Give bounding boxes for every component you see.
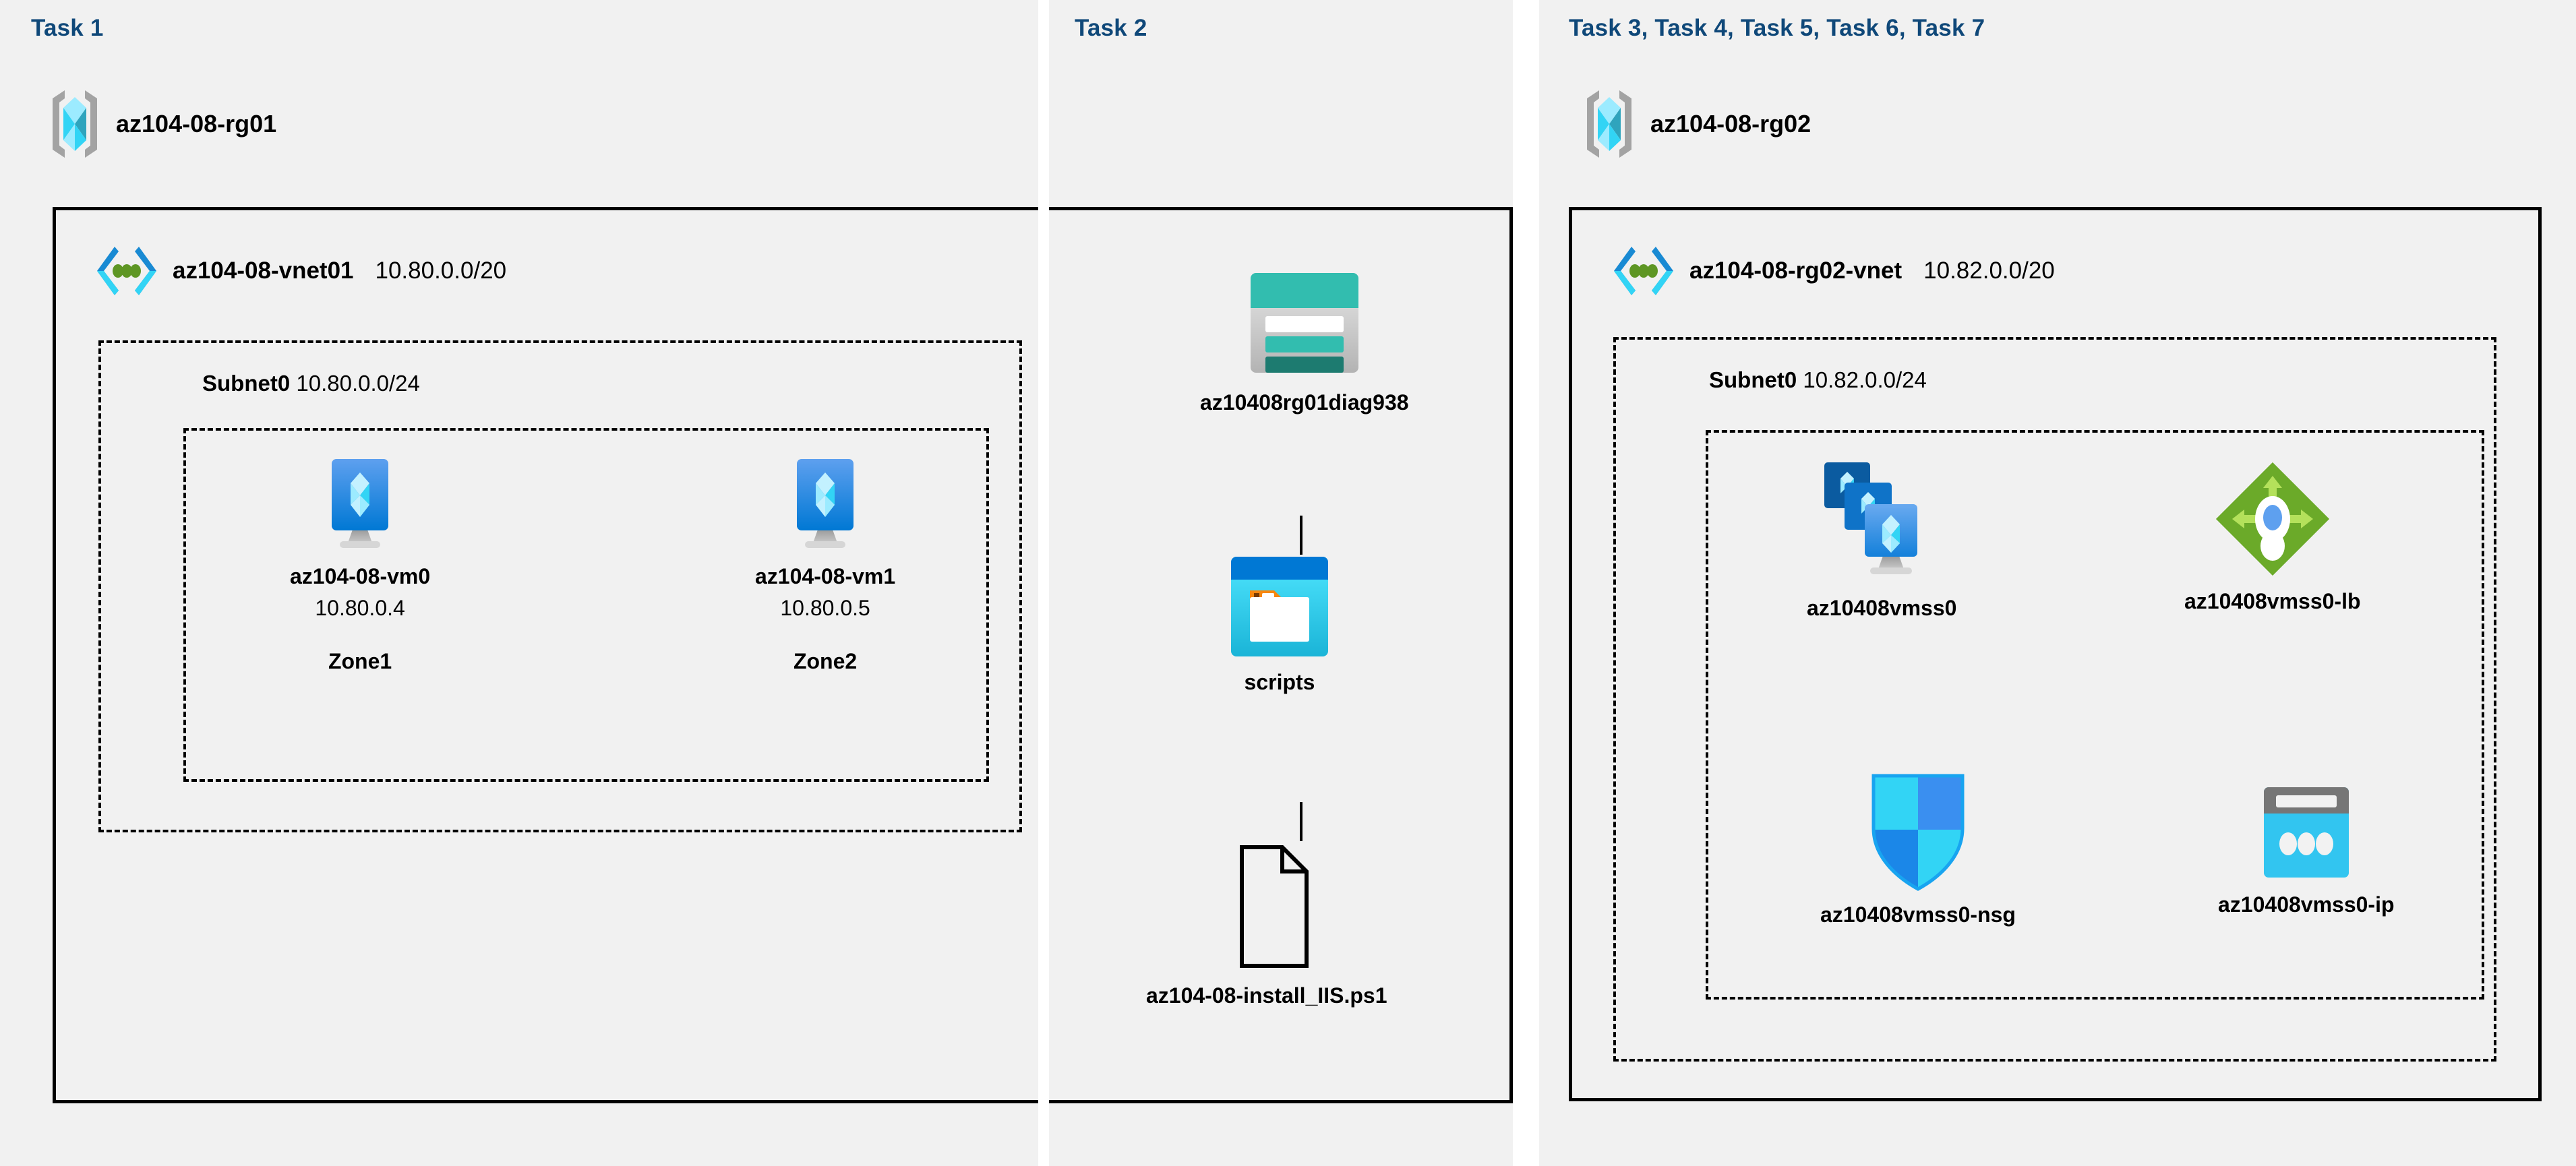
- connector-storage-to-container: [1300, 516, 1302, 555]
- vm-ip-address: 10.80.0.4: [315, 596, 405, 620]
- vm-name: az104-08-vm1: [755, 564, 896, 588]
- network-security-group-name: az10408vmss0-nsg: [1820, 902, 2016, 927]
- subnet-cidr: 10.80.0.0/24: [296, 371, 420, 396]
- subnet-label-2: Subnet0 10.82.0.0/24: [1709, 367, 1927, 393]
- node-vm-scale-set: az10408vmss0: [1807, 458, 1956, 621]
- task-label-1: Task 1: [31, 15, 104, 41]
- load-balancer-name: az10408vmss0-lb: [2184, 589, 2361, 613]
- vnet-row-vnet01: az104-08-vnet01 10.80.0.0/20: [94, 243, 506, 299]
- panel-task-3: [1539, 0, 2576, 1166]
- node-blob-container: scripts: [1226, 553, 1334, 695]
- blob-container-icon: [1226, 553, 1334, 661]
- task-label-2: Task 2: [1075, 15, 1147, 41]
- file-icon: [1203, 839, 1331, 974]
- vm-availability-zone: Zone1: [328, 649, 392, 673]
- virtual-network-icon: [94, 243, 159, 299]
- subnet-cidr: 10.82.0.0/24: [1803, 367, 1927, 392]
- node-virtual-machine-vm0: az104-08-vm0 10.80.0.4 Zone1: [290, 455, 430, 674]
- storage-account-icon: [1237, 266, 1372, 381]
- availability-zones-boundary: [183, 428, 989, 782]
- vm-scale-set-name: az10408vmss0: [1807, 596, 1957, 620]
- panel-task-1: [0, 0, 1038, 1166]
- node-storage-account: az10408rg01diag938: [1200, 266, 1409, 415]
- node-load-balancer: az10408vmss0-lb: [2184, 458, 2361, 614]
- vnet-cidr: 10.82.0.0/20: [1923, 257, 2055, 284]
- subnet-name: Subnet0: [1709, 367, 1797, 392]
- vnet-boundary-rg02-vnet: [1569, 207, 2542, 1101]
- virtual-machine-icon: [313, 455, 407, 555]
- vm-name: az104-08-vm0: [290, 564, 431, 588]
- resource-group-name: az104-08-rg02: [1650, 110, 1811, 137]
- vmss-resources-boundary: [1706, 430, 2484, 1000]
- task-label-3: Task 3, Task 4, Task 5, Task 6, Task 7: [1569, 15, 1985, 41]
- node-virtual-machine-vm1: az104-08-vm1 10.80.0.5 Zone2: [755, 455, 895, 674]
- node-script-file: az104-08-install_IIS.ps1: [1146, 839, 1387, 1008]
- node-network-security-group: az10408vmss0-nsg: [1820, 772, 2016, 927]
- virtual-network-icon: [1611, 243, 1676, 299]
- script-file-name: az104-08-install_IIS.ps1: [1146, 983, 1387, 1008]
- connector-container-to-script: [1300, 802, 1302, 841]
- resource-group-icon: [1583, 88, 1636, 160]
- node-public-ip-address: az10408vmss0-ip: [2218, 782, 2395, 917]
- vm-availability-zone: Zone2: [793, 649, 858, 673]
- storage-account-name: az10408rg01diag938: [1200, 390, 1409, 415]
- vnet-name: az104-08-rg02-vnet: [1689, 257, 1903, 284]
- vnet-boundary-vnet01: [53, 207, 1513, 1103]
- vnet-row-rg02-vnet: az104-08-rg02-vnet 10.82.0.0/20: [1611, 243, 2055, 299]
- subnet-name: Subnet0: [202, 371, 291, 396]
- virtual-machine-icon: [778, 455, 872, 555]
- public-ip-address-icon: [2256, 782, 2357, 883]
- column-gutter-2: [1513, 0, 1539, 1166]
- vnet-name: az104-08-vnet01: [173, 257, 354, 284]
- subnet-boundary-subnet0-rg02vnet: [1613, 337, 2496, 1062]
- resource-group-row-rg02: az104-08-rg02: [1583, 88, 1811, 160]
- resource-group-name: az104-08-rg01: [116, 110, 277, 137]
- vm-scale-set-icon: [1818, 458, 1946, 586]
- subnet-boundary-subnet0-vnet01: [98, 340, 1022, 832]
- vm-ip-address: 10.80.0.5: [780, 596, 870, 620]
- column-gutter-1: [1038, 0, 1049, 1166]
- blob-container-name: scripts: [1244, 670, 1315, 694]
- load-balancer-icon: [2212, 458, 2333, 580]
- resource-group-icon: [49, 88, 101, 160]
- vnet-cidr: 10.80.0.0/20: [375, 257, 507, 284]
- network-security-group-icon: [1864, 772, 1972, 893]
- public-ip-address-name: az10408vmss0-ip: [2218, 892, 2395, 917]
- resource-group-row-rg01: az104-08-rg01: [49, 88, 276, 160]
- subnet-label-1: Subnet0 10.80.0.0/24: [202, 371, 420, 396]
